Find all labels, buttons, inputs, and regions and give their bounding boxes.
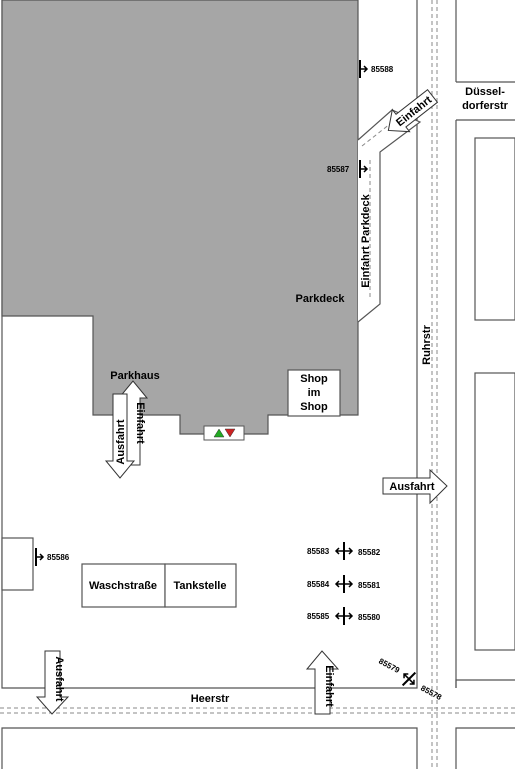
- arrow-ausfahrt-parkhaus: Ausfahrt: [104, 393, 136, 479]
- street-duesseldorferstr-line2: dorferstr: [462, 100, 509, 112]
- label-waschstrasse: Waschstraße: [89, 580, 157, 592]
- parking-meter-icon: [334, 607, 354, 625]
- east-block-upper: [474, 137, 515, 321]
- meter-85585: 85585: [307, 612, 330, 621]
- parking-meter-icon: [334, 575, 354, 593]
- meter-85580: 85580: [358, 613, 381, 622]
- parking-meter-icon: [35, 548, 45, 566]
- label-parkhaus: Parkhaus: [110, 370, 160, 382]
- label-shop-line1: Shop: [300, 373, 328, 385]
- meter-85579: 85579: [377, 657, 401, 676]
- tankstelle-box: [164, 563, 237, 608]
- east-corner: [455, 679, 515, 688]
- label-parkdeck: Parkdeck: [296, 293, 346, 305]
- meter-85587: 85587: [327, 165, 350, 174]
- meter-85581: 85581: [358, 581, 381, 590]
- svg-text:Ausfahrt: Ausfahrt: [53, 656, 65, 702]
- arrow-ausfahrt-heerstr: Ausfahrt: [35, 650, 70, 715]
- south-block-east: [455, 727, 515, 769]
- shop-im-shop-box: [287, 369, 341, 417]
- street-duesseldorferstr-line1: Düssel-: [465, 86, 505, 98]
- parkdeck-entry-lane: [357, 109, 422, 323]
- east-block-lower: [474, 372, 515, 651]
- svg-text:Ausfahrt: Ausfahrt: [389, 481, 435, 493]
- svg-text:Einfahrt: Einfahrt: [323, 665, 335, 707]
- svg-text:Einfahrt: Einfahrt: [134, 402, 146, 444]
- parkdeck-parkhaus-building: [1, 0, 359, 435]
- label-einfahrt-parkdeck-lane: Einfahrt Parkdeck: [360, 193, 372, 287]
- meter-85582: 85582: [358, 548, 381, 557]
- street-heerstr: Heerstr: [191, 693, 230, 705]
- west-small-building: [1, 537, 34, 591]
- meter-85586: 85586: [47, 553, 70, 562]
- label-shop-line3: Shop: [300, 401, 328, 413]
- arrow-einfahrt-heerstr: Einfahrt: [305, 650, 340, 715]
- parking-meter-icon: [359, 60, 369, 78]
- parking-meter-icon: [334, 542, 354, 560]
- meter-85583: 85583: [307, 547, 330, 556]
- south-block-west: [1, 727, 418, 769]
- meter-85578: 85578: [419, 684, 443, 703]
- label-tankstelle: Tankstelle: [174, 580, 227, 592]
- parking-meter-icon: [359, 160, 369, 178]
- traffic-light-icon: [203, 425, 245, 441]
- meter-85588: 85588: [371, 65, 394, 74]
- label-shop-line2: im: [308, 387, 321, 399]
- waschstrasse-box: [81, 563, 166, 608]
- arrow-ausfahrt-ruhrstr: Ausfahrt: [382, 468, 448, 505]
- meter-85584: 85584: [307, 580, 330, 589]
- lot-boundary: [1, 0, 418, 689]
- parking-meter-icon: [401, 671, 417, 687]
- street-ruhrstr: Ruhrstr: [421, 324, 433, 364]
- svg-text:Ausfahrt: Ausfahrt: [115, 419, 127, 465]
